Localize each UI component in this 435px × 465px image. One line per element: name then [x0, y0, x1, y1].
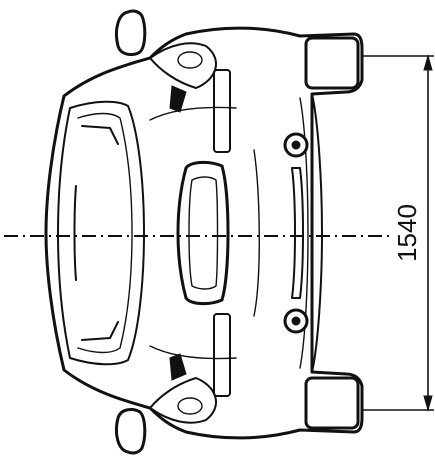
- car-body-outline: [44, 26, 364, 440]
- headlight-lens-bottom: [177, 397, 203, 415]
- fog-lamp-bottom-inner: [291, 316, 301, 326]
- wheel-bottom: [304, 376, 360, 430]
- bumper-right-edge: [311, 93, 323, 373]
- dimension-arrow-bottom: [423, 395, 433, 412]
- center-grille: [176, 160, 230, 306]
- wheel-top: [304, 36, 360, 90]
- mirror-top: [114, 9, 147, 56]
- mirror-bottom: [114, 408, 147, 455]
- headlight-lens-top: [177, 51, 203, 69]
- headlight-top: [149, 42, 217, 89]
- windshield-inner: [77, 112, 133, 354]
- side-vent-top: [213, 69, 231, 153]
- side-accent-bottom: [169, 353, 187, 381]
- bumper-inner-edge: [299, 97, 309, 369]
- side-accent-top: [169, 85, 187, 113]
- panel-line-bottom: [149, 345, 237, 360]
- headlight-bottom: [149, 377, 217, 424]
- windshield-outline: [57, 100, 145, 366]
- hood-emblem-line: [73, 185, 77, 281]
- plate-bar: [253, 149, 260, 317]
- wiper-top: [81, 125, 119, 145]
- dimension-label: 1540: [392, 204, 422, 262]
- side-vent-bottom: [213, 313, 231, 397]
- grille-inner: [188, 176, 219, 290]
- dimension-arrow-top: [423, 54, 433, 71]
- fog-lamp-top-inner: [291, 140, 301, 150]
- wiper-bottom: [81, 321, 119, 341]
- lower-intake: [291, 167, 304, 299]
- panel-line-top: [149, 106, 237, 121]
